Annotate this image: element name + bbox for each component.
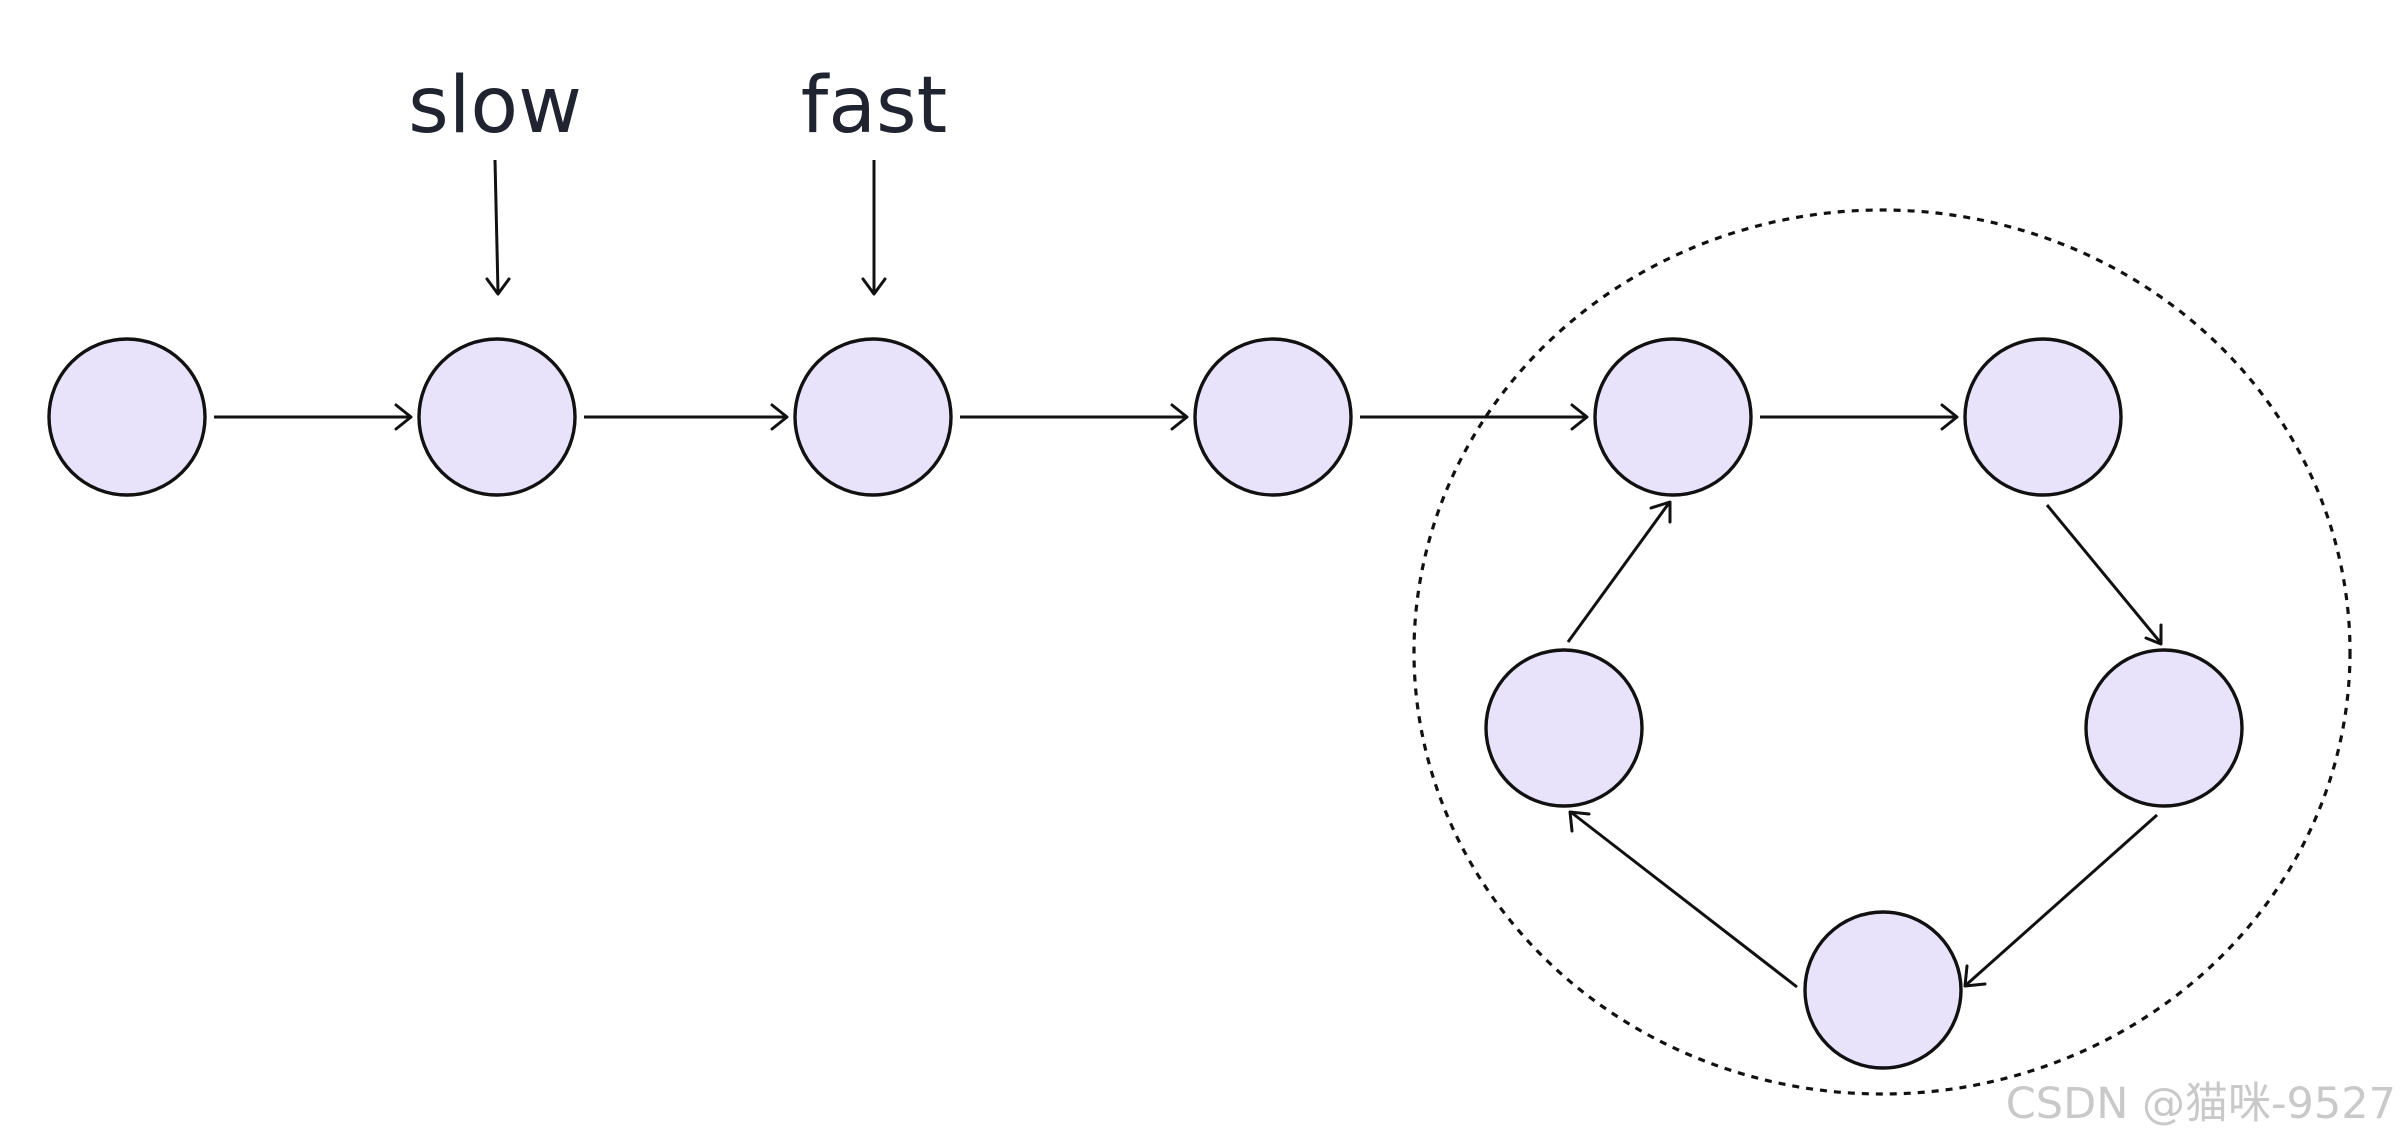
cycle-boundary	[1412, 208, 2352, 1096]
cycle-node-3	[2084, 648, 2244, 808]
list-node-4	[1193, 337, 1353, 497]
edge-c2-c3	[2045, 504, 2163, 646]
edge-c1-c2	[1760, 403, 1959, 431]
cycle-node-5	[1484, 648, 1644, 808]
cycle-node-4	[1803, 910, 1963, 1070]
edge-c3-c4	[1963, 813, 2158, 988]
edge-n2-n3	[584, 403, 789, 431]
slow-pointer-label: slow	[408, 61, 582, 151]
list-node-3	[793, 337, 953, 497]
edge-c4-c5	[1568, 810, 1798, 989]
edge-n3-n4	[960, 403, 1189, 431]
list-node-2	[417, 337, 577, 497]
fast-pointer-arrow	[861, 160, 887, 296]
edge-c5-c1	[1566, 500, 1672, 643]
list-node-1	[47, 337, 207, 497]
cycle-node-1	[1593, 337, 1753, 497]
edge-n1-n2	[214, 403, 413, 431]
slow-pointer-arrow	[485, 159, 511, 296]
edge-n4-c1	[1360, 403, 1589, 431]
fast-pointer-label: fast	[801, 61, 947, 151]
watermark: CSDN @猫咪-9527	[2006, 1079, 2396, 1129]
cycle-node-2	[1963, 337, 2123, 497]
